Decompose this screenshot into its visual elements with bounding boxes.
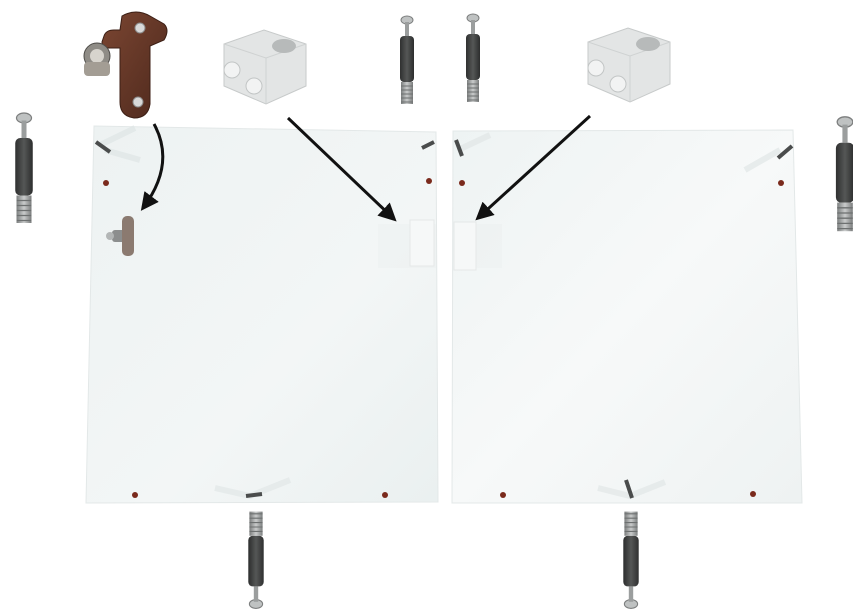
mounted-connector-block-icon — [378, 220, 436, 268]
cam-lock-hole — [750, 491, 756, 497]
cam-lock-hole — [500, 492, 506, 498]
right-panel — [452, 130, 802, 503]
connector-bolt-icon — [623, 512, 638, 609]
cam-lock-hole — [426, 178, 432, 184]
cam-lock-hole — [459, 180, 465, 186]
cam-lock-hole — [103, 180, 109, 186]
hanger-bracket-icon — [84, 12, 167, 118]
connector-bolt-icon — [836, 117, 853, 231]
connector-block-icon — [588, 28, 670, 102]
mounted-connector-block-icon — [454, 222, 502, 270]
connector-bolt-icon — [466, 14, 480, 102]
cam-lock-hole — [132, 492, 138, 498]
cam-lock-hole — [382, 492, 388, 498]
connector-bolt-icon — [248, 512, 263, 609]
connector-bolt-icon — [15, 113, 33, 223]
connector-block-icon — [224, 30, 306, 104]
left-panel — [86, 126, 438, 503]
connector-bolt-icon — [400, 16, 414, 104]
cam-lock-hole — [778, 180, 784, 186]
